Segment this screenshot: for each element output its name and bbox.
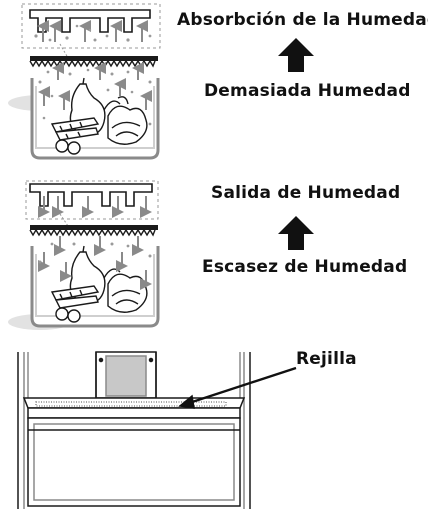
label-humidity-release: Salida de Humedad xyxy=(211,183,401,203)
vent-link-line xyxy=(59,213,69,227)
filter-strip xyxy=(29,225,158,237)
crisper-drawer xyxy=(27,417,241,507)
moisture-up-arrows xyxy=(38,62,152,110)
moisture-dots-bin xyxy=(38,242,152,264)
label-humidity-absorption: Absorbción de la Humedad xyxy=(177,10,428,30)
callout-arrow-icon xyxy=(185,366,297,406)
moisture-dots xyxy=(34,24,152,42)
panel-2-humidity-release xyxy=(8,180,314,330)
vegetables-illustration xyxy=(50,77,148,155)
vent-cover-outline xyxy=(25,180,159,220)
panel-3-crisper-grille xyxy=(17,351,297,509)
arrow-up-icon xyxy=(278,216,314,250)
moisture-down-arrows xyxy=(38,236,152,290)
vegetables-illustration xyxy=(50,245,148,323)
vent-down-arrows xyxy=(38,196,152,218)
arrow-up-icon xyxy=(278,38,314,72)
label-too-much-humidity: Demasiada Humedad xyxy=(204,81,411,101)
label-humidity-shortage: Escasez de Humedad xyxy=(202,257,408,277)
vent-cover xyxy=(29,183,153,207)
vent-cover xyxy=(29,9,151,33)
grille-vent xyxy=(35,401,227,407)
vent-cover-outline xyxy=(21,3,161,49)
filter-strip xyxy=(29,56,158,68)
vent-up-arrows xyxy=(37,20,148,42)
moisture-dots-bin xyxy=(38,68,152,126)
vent-link-line xyxy=(59,43,69,59)
panel-1-humidity-absorption xyxy=(8,3,314,160)
label-grille: Rejilla xyxy=(296,349,357,369)
